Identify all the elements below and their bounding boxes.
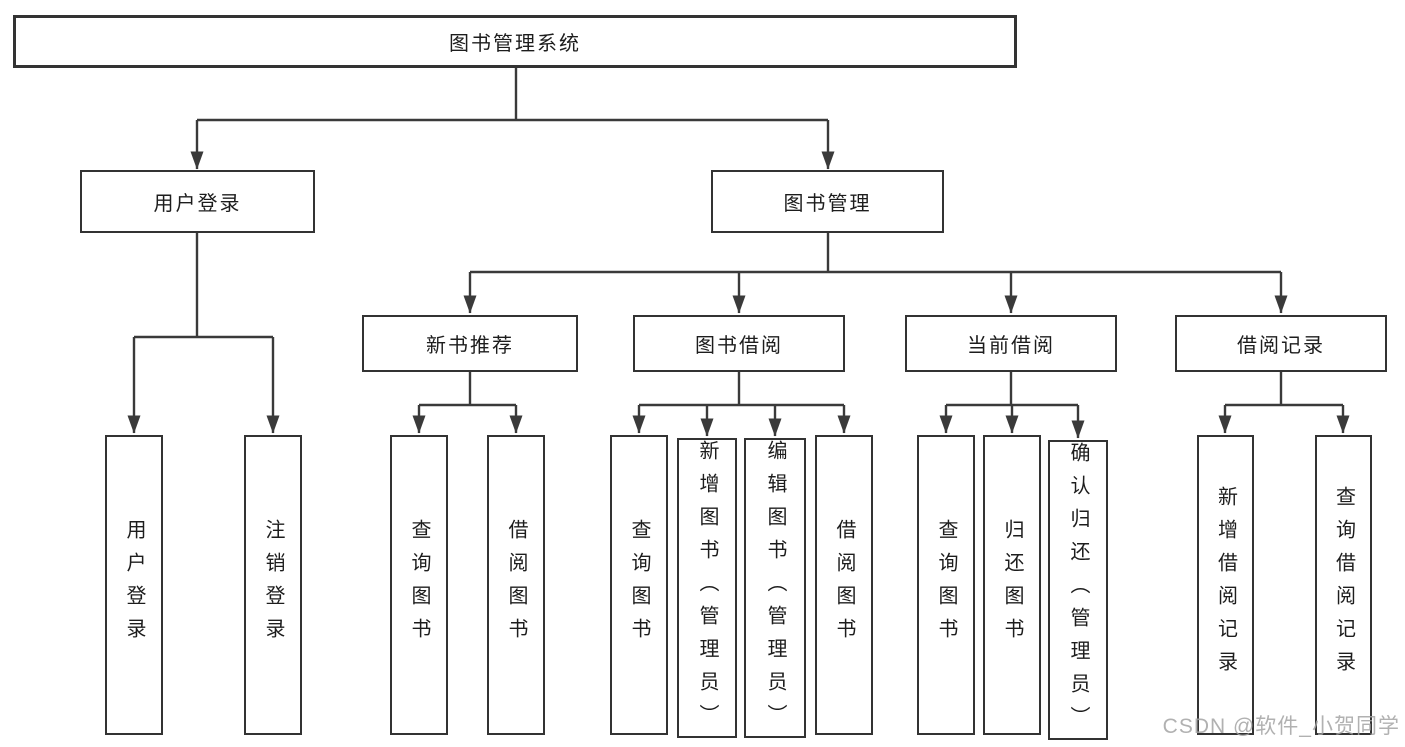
leaf-rec-query: 查询图书	[390, 435, 448, 735]
leaf-cb-return-label: 归还图书	[1001, 519, 1023, 651]
leaf-logout: 注销登录	[244, 435, 302, 735]
leaf-bb-edit-label: 编辑图书（管理员）	[764, 440, 786, 737]
node-borrow-record-label: 借阅记录	[1237, 335, 1325, 357]
node-current-borrow-label: 当前借阅	[967, 335, 1055, 357]
leaf-bb-query: 查询图书	[610, 435, 668, 735]
leaf-br-query: 查询借阅记录	[1315, 435, 1372, 735]
node-book-borrow: 图书借阅	[633, 315, 845, 372]
leaf-bb-borrow-label: 借阅图书	[833, 519, 855, 651]
node-book-mgmt: 图书管理	[711, 170, 944, 233]
node-root: 图书管理系统	[13, 15, 1017, 68]
leaf-rec-borrow-label: 借阅图书	[505, 519, 527, 651]
node-book-borrow-label: 图书借阅	[695, 335, 783, 357]
leaf-bb-borrow: 借阅图书	[815, 435, 873, 735]
leaf-bb-add-label: 新增图书（管理员）	[696, 440, 718, 737]
leaf-bb-query-label: 查询图书	[628, 519, 650, 651]
leaf-rec-borrow: 借阅图书	[487, 435, 545, 735]
node-new-book-rec: 新书推荐	[362, 315, 578, 372]
node-root-label: 图书管理系统	[449, 33, 581, 55]
leaf-user-login-label: 用户登录	[123, 519, 145, 651]
leaf-user-login: 用户登录	[105, 435, 163, 735]
leaf-rec-query-label: 查询图书	[408, 519, 430, 651]
leaf-cb-query: 查询图书	[917, 435, 975, 735]
node-new-book-rec-label: 新书推荐	[426, 335, 514, 357]
node-user-login: 用户登录	[80, 170, 315, 233]
csdn-watermark: CSDN @软件_小贺同学	[1162, 715, 1400, 738]
leaf-br-query-label: 查询借阅记录	[1332, 486, 1355, 684]
node-borrow-record: 借阅记录	[1175, 315, 1387, 372]
node-current-borrow: 当前借阅	[905, 315, 1117, 372]
leaf-bb-edit: 编辑图书（管理员）	[744, 438, 806, 738]
leaf-cb-confirm-label: 确认归还（管理员）	[1067, 442, 1089, 739]
leaf-cb-confirm: 确认归还（管理员）	[1048, 440, 1108, 740]
leaf-br-add-label: 新增借阅记录	[1214, 486, 1237, 684]
leaf-logout-label: 注销登录	[262, 519, 284, 651]
node-user-login-label: 用户登录	[153, 193, 242, 215]
leaf-bb-add: 新增图书（管理员）	[677, 438, 737, 738]
node-book-mgmt-label: 图书管理	[783, 193, 872, 215]
leaf-cb-query-label: 查询图书	[935, 519, 957, 651]
leaf-cb-return: 归还图书	[983, 435, 1041, 735]
leaf-br-add: 新增借阅记录	[1197, 435, 1254, 735]
